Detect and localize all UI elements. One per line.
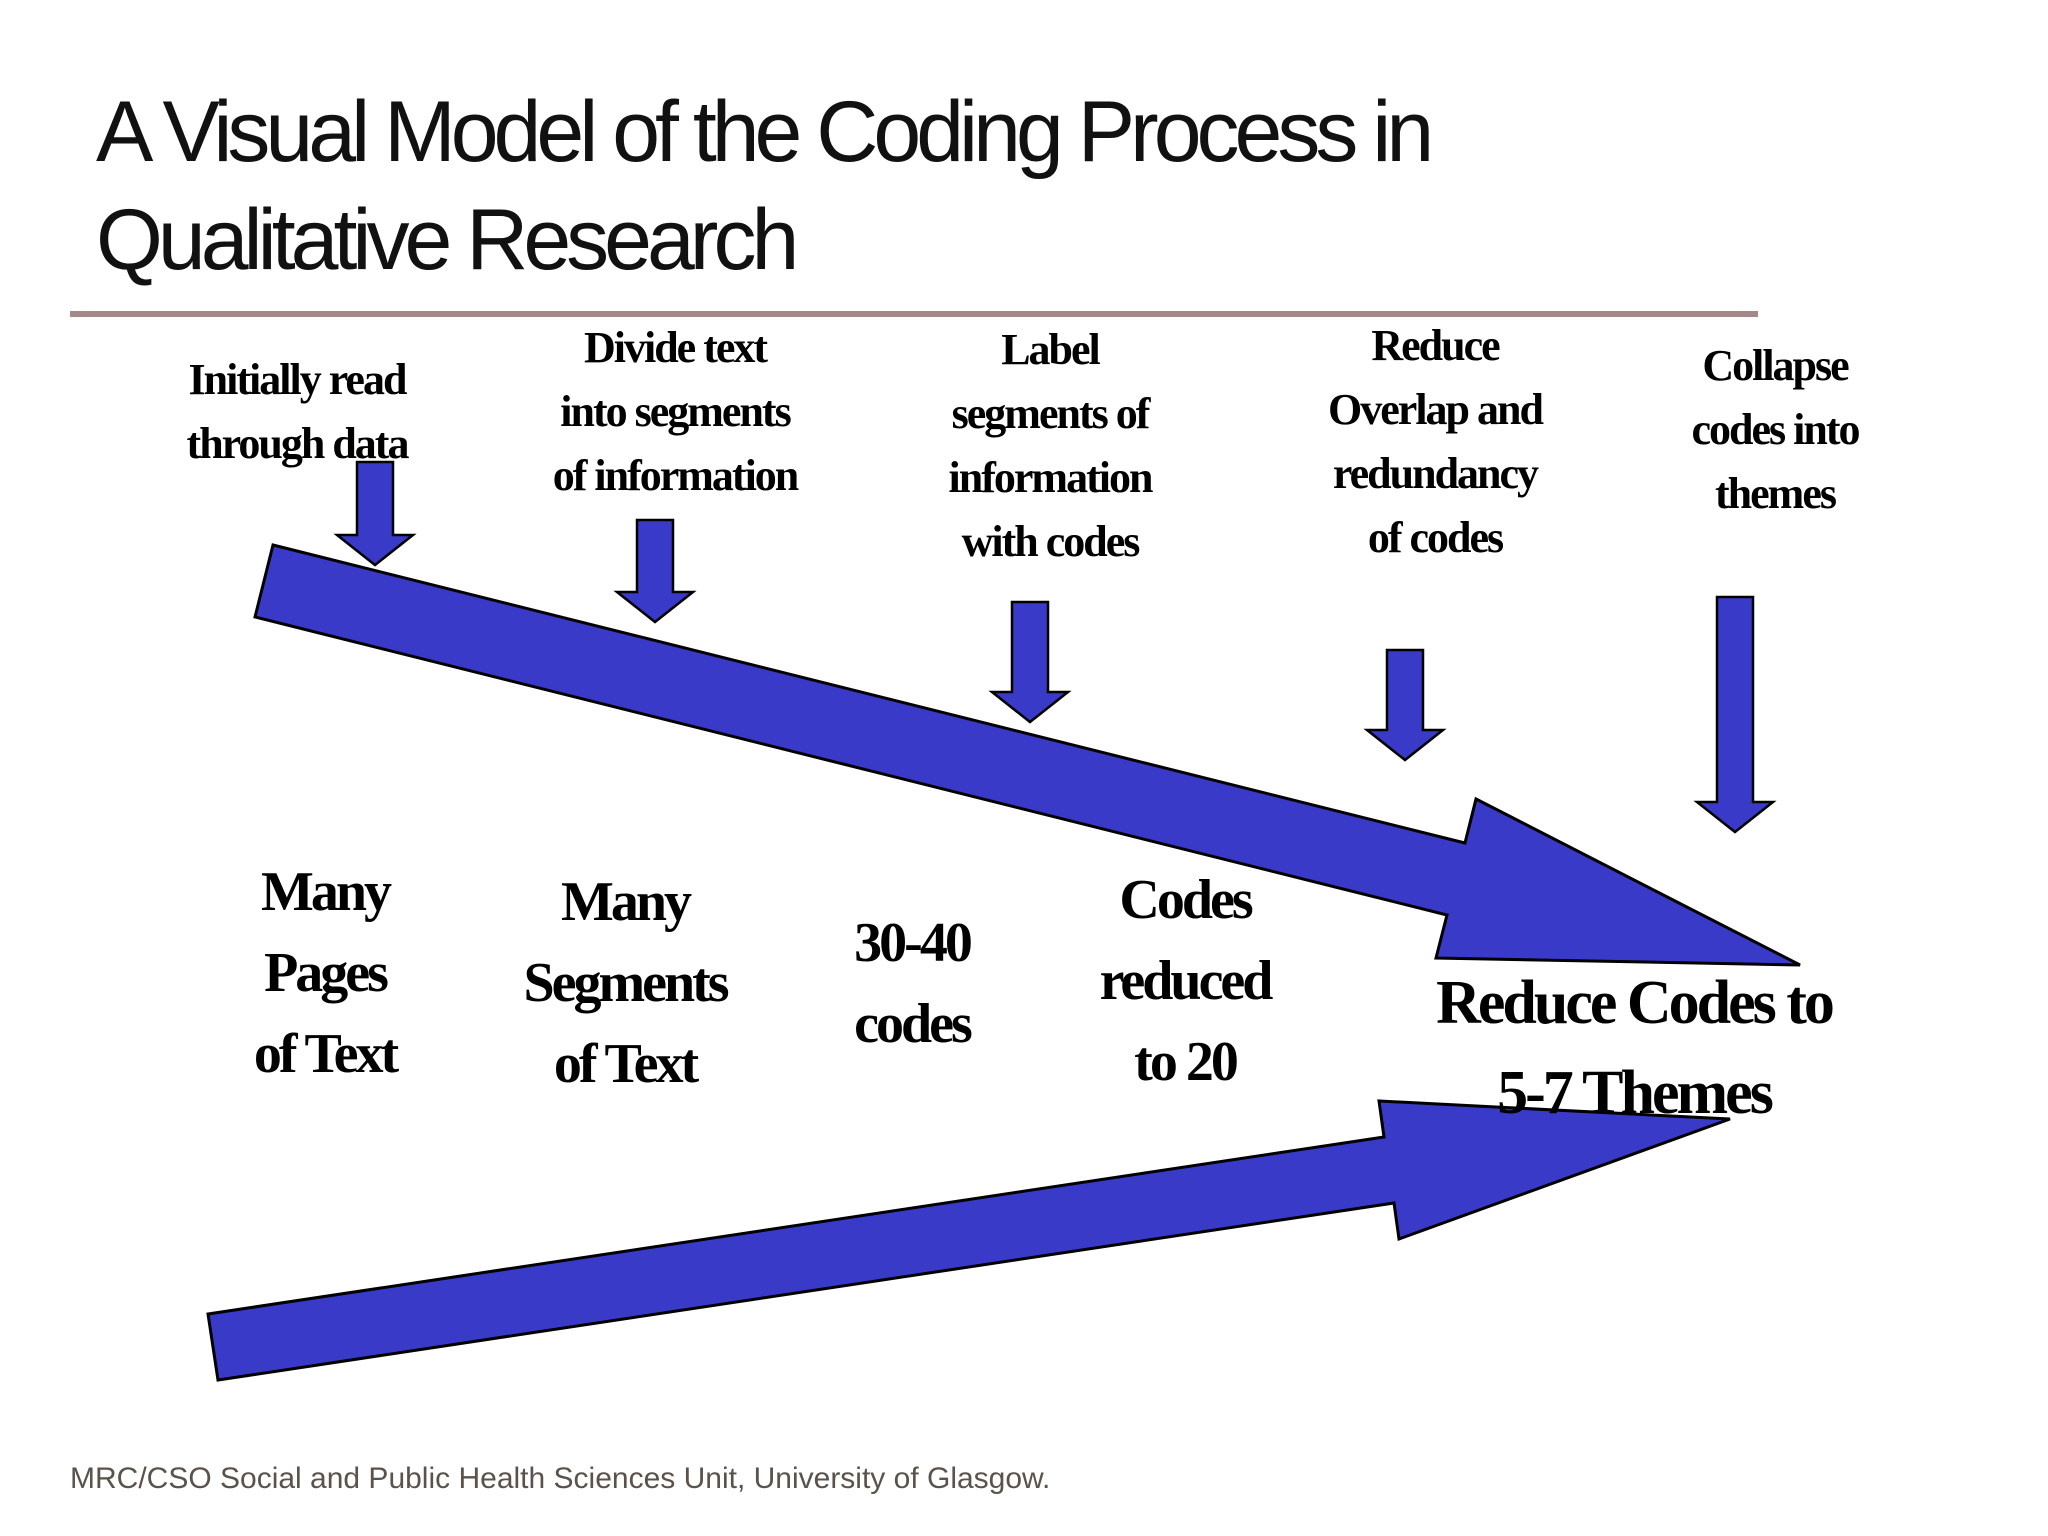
- stage-label-codes-reduced: Codes reduced to 20: [1099, 860, 1274, 1103]
- step-label-reduce-overlap: Reduce Overlap and redundancy of codes: [1328, 314, 1544, 570]
- stage-label-line: Reduce Codes to: [1436, 969, 1835, 1037]
- step-label-line: codes into: [1691, 405, 1861, 454]
- title-divider-rule: [70, 311, 1758, 317]
- stage-label-line: 30-40: [854, 912, 973, 974]
- step-label-divide-text: Divide text into segments of information: [552, 316, 800, 508]
- stage-label-many-segments: Many Segments of Text: [523, 862, 729, 1105]
- footer-credit: MRC/CSO Social and Public Health Science…: [70, 1462, 1051, 1495]
- step-1-down-arrow-icon: [333, 460, 417, 567]
- step-label-line: Initially read: [188, 355, 408, 404]
- stage-label-line: 5-7 Themes: [1497, 1059, 1774, 1127]
- step-label-line: through data: [186, 419, 410, 468]
- stage-label-line: of Text: [553, 1033, 699, 1095]
- stage-label-30-40-codes: 30-40 codes: [854, 903, 973, 1065]
- step-label-line: themes: [1715, 469, 1837, 518]
- stage-label-reduce-to-themes: Reduce Codes to 5-7 Themes: [1436, 958, 1835, 1138]
- step-5-down-arrow-icon: [1693, 595, 1777, 834]
- main-process-arrow-bottom-icon: [206, 1099, 1731, 1382]
- stage-label-line: to 20: [1134, 1031, 1239, 1093]
- stage-label-line: reduced: [1099, 950, 1274, 1012]
- step-label-line: Label: [1001, 325, 1101, 374]
- step-label-line: segments of: [951, 389, 1151, 438]
- page-title-line-2: Qualitative Research: [96, 192, 799, 288]
- step-label-line: of codes: [1367, 513, 1504, 562]
- step-label-line: redundancy: [1332, 449, 1539, 498]
- step-label-line: Overlap and: [1328, 385, 1544, 434]
- step-label-line: Reduce: [1371, 321, 1500, 370]
- step-label-collapse-codes: Collapse codes into themes: [1691, 334, 1861, 526]
- stage-label-line: Codes: [1119, 869, 1253, 931]
- page-title: A Visual Model of the Coding Process in …: [96, 78, 1434, 294]
- stage-label-line: Pages: [264, 942, 389, 1004]
- stage-label-many-pages: Many Pages of Text: [253, 852, 399, 1095]
- stage-label-line: Segments: [523, 952, 729, 1014]
- step-label-line: of information: [552, 451, 800, 500]
- main-process-arrow-top-icon: [253, 543, 1801, 967]
- stage-label-line: Many: [561, 871, 692, 933]
- stage-label-line: of Text: [253, 1023, 399, 1085]
- step-label-initially-read: Initially read through data: [186, 348, 410, 476]
- step-label-line: Divide text: [583, 323, 768, 372]
- step-label-line: information: [948, 453, 1154, 502]
- step-label-line: with codes: [961, 517, 1141, 566]
- step-label-line: Collapse: [1702, 341, 1849, 390]
- step-4-down-arrow-icon: [1363, 648, 1447, 762]
- step-label-label-segments: Label segments of information with codes: [948, 318, 1154, 574]
- step-2-down-arrow-icon: [613, 518, 697, 624]
- stage-label-line: Many: [260, 861, 392, 923]
- step-label-line: into segments: [560, 387, 791, 436]
- page-title-line-1: A Visual Model of the Coding Process in: [96, 84, 1434, 180]
- stage-label-line: codes: [854, 993, 973, 1055]
- step-3-down-arrow-icon: [988, 600, 1072, 724]
